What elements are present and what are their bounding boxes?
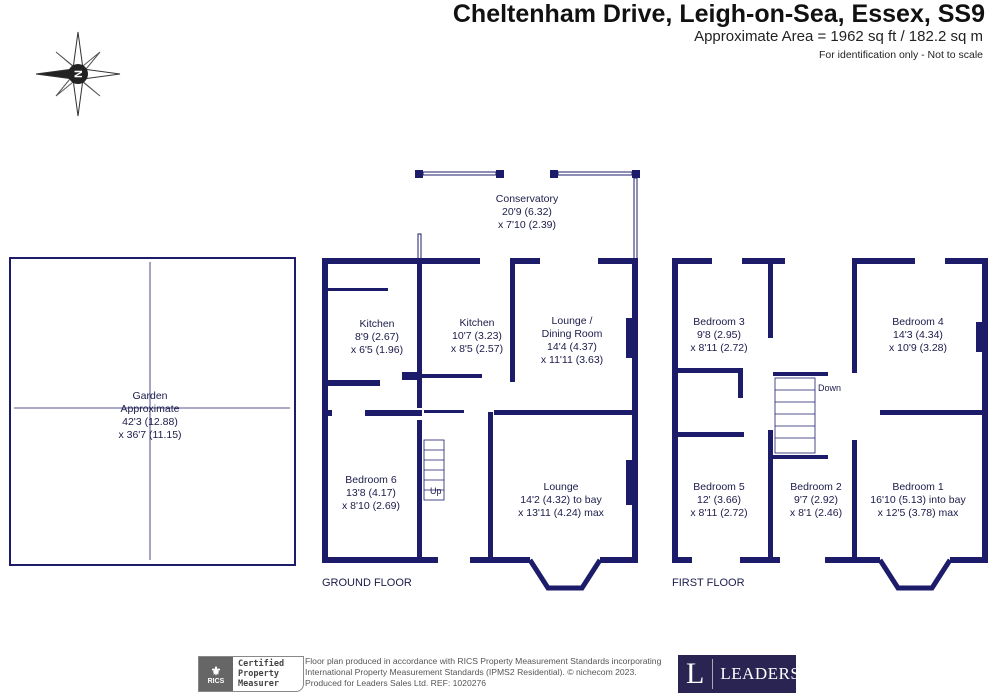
footer-line: International Property Measurement Stand… xyxy=(305,667,637,677)
garden-approx: Approximate xyxy=(120,403,180,415)
compass-icon: N xyxy=(35,31,121,117)
room-kitchen-small: Kitchen 8'9 (2.67) x 6'5 (1.96) xyxy=(351,318,403,357)
room-lounge-dining: Lounge / Dining Room 14'4 (4.37) x 11'11… xyxy=(541,315,603,367)
property-title: Cheltenham Drive, Leigh-on-Sea, Essex, S… xyxy=(452,0,985,28)
room-dim: 14'4 (4.37) xyxy=(547,341,597,353)
first-floor-stairs xyxy=(774,377,816,454)
stairs-up-label: Up xyxy=(430,486,442,496)
room-name: Bedroom 2 xyxy=(790,481,842,493)
room-bedroom-1: Bedroom 1 16'10 (5.13) into bay x 12'5 (… xyxy=(870,481,965,520)
footer-line: Floor plan produced in accordance with R… xyxy=(305,656,662,666)
room-dim: 10'7 (3.23) xyxy=(452,330,502,342)
room-lounge: Lounge 14'2 (4.32) to bay x 13'11 (4.24)… xyxy=(518,481,604,520)
room-name: Bedroom 3 xyxy=(693,316,745,328)
garden-dim2: x 36'7 (11.15) xyxy=(118,429,182,441)
leaders-logo-name: LEADERS xyxy=(720,664,801,683)
room-dim: x 8'11 (2.72) xyxy=(690,507,748,519)
first-floor-label: FIRST FLOOR xyxy=(672,577,745,589)
rics-badge: ⚜RICS Certified Property Measurer xyxy=(198,656,304,692)
rics-line: Certified xyxy=(238,659,285,669)
room-name: Bedroom 4 xyxy=(892,316,944,328)
room-dim: 14'3 (4.34) xyxy=(893,329,943,341)
room-name: Kitchen xyxy=(459,317,495,329)
rics-certified-text: Certified Property Measurer xyxy=(233,657,289,691)
leaders-logo: L LEADERS xyxy=(678,655,800,693)
ground-floor-stairs xyxy=(423,439,445,501)
garden-name: Garden xyxy=(132,390,168,402)
room-dim: x 8'1 (2.46) xyxy=(789,507,843,519)
garden-label: Garden Approximate 42'3 (12.88) x 36'7 (… xyxy=(118,390,181,442)
garden-outline xyxy=(9,257,296,566)
first-floor-walls xyxy=(672,258,988,591)
room-dim: 9'8 (2.95) xyxy=(696,329,742,341)
room-dim: x 13'11 (4.24) max xyxy=(518,507,604,519)
garden-dim1: 42'3 (12.88) xyxy=(122,416,178,428)
room-dim: x 7'10 (2.39) xyxy=(497,219,557,231)
room-name: Bedroom 5 xyxy=(693,481,745,493)
svg-text:N: N xyxy=(73,70,85,78)
room-dim: 14'2 (4.32) to bay xyxy=(520,494,602,506)
approximate-area: Approximate Area = 1962 sq ft / 182.2 sq… xyxy=(694,28,983,45)
room-bedroom-2: Bedroom 2 9'7 (2.92) x 8'1 (2.46) xyxy=(790,481,842,520)
room-dim: x 8'5 (2.57) xyxy=(450,343,504,355)
room-dim: 16'10 (5.13) into bay xyxy=(870,494,966,506)
room-name: Bedroom 6 xyxy=(345,474,397,486)
room-bedroom-5: Bedroom 5 12' (3.66) x 8'11 (2.72) xyxy=(690,481,747,520)
rics-logo: ⚜RICS xyxy=(199,657,233,691)
room-dim: x 8'10 (2.69) xyxy=(341,500,401,512)
room-bedroom-4: Bedroom 4 14'3 (4.34) x 10'9 (3.28) xyxy=(889,316,947,355)
room-conservatory: Conservatory 20'9 (6.32) x 7'10 (2.39) xyxy=(496,193,558,232)
room-dim: 20'9 (6.32) xyxy=(502,206,552,218)
scale-note: For identification only - Not to scale xyxy=(819,49,983,61)
ground-floor-walls xyxy=(322,170,640,591)
room-dim: 13'8 (4.17) xyxy=(346,487,396,499)
room-dim: x 8'11 (2.72) xyxy=(690,342,748,354)
room-dim: 12' (3.66) xyxy=(696,494,742,506)
leaders-logo-letter: L xyxy=(678,659,714,689)
room-dim: x 12'5 (3.78) max xyxy=(877,507,959,519)
room-dim: x 11'11 (3.63) xyxy=(540,354,604,366)
room-dim: 9'7 (2.92) xyxy=(793,494,839,506)
rics-line: Measurer xyxy=(238,679,279,689)
stairs-down-label: Down xyxy=(818,383,842,393)
room-kitchen: Kitchen 10'7 (3.23) x 8'5 (2.57) xyxy=(451,317,503,356)
room-dim: 8'9 (2.67) xyxy=(354,331,400,343)
room-name: Dining Room xyxy=(541,328,603,340)
room-bedroom-3: Bedroom 3 9'8 (2.95) x 8'11 (2.72) xyxy=(690,316,747,355)
rics-logo-text: RICS xyxy=(207,677,225,685)
room-name: Conservatory xyxy=(495,193,559,205)
room-dim: x 6'5 (1.96) xyxy=(350,344,404,356)
ground-floor-label: GROUND FLOOR xyxy=(322,577,412,589)
room-name: Kitchen xyxy=(359,318,395,330)
room-name: Bedroom 1 xyxy=(892,481,944,493)
room-dim: x 10'9 (3.28) xyxy=(888,342,948,354)
room-name: Lounge xyxy=(543,481,579,493)
room-name: Lounge / xyxy=(551,315,593,327)
room-bedroom-6: Bedroom 6 13'8 (4.17) x 8'10 (2.69) xyxy=(342,474,400,513)
footer-disclaimer: Floor plan produced in accordance with R… xyxy=(305,656,661,689)
footer-line: Produced for Leaders Sales Ltd. REF: 102… xyxy=(305,678,487,688)
rics-line: Property xyxy=(238,669,279,679)
